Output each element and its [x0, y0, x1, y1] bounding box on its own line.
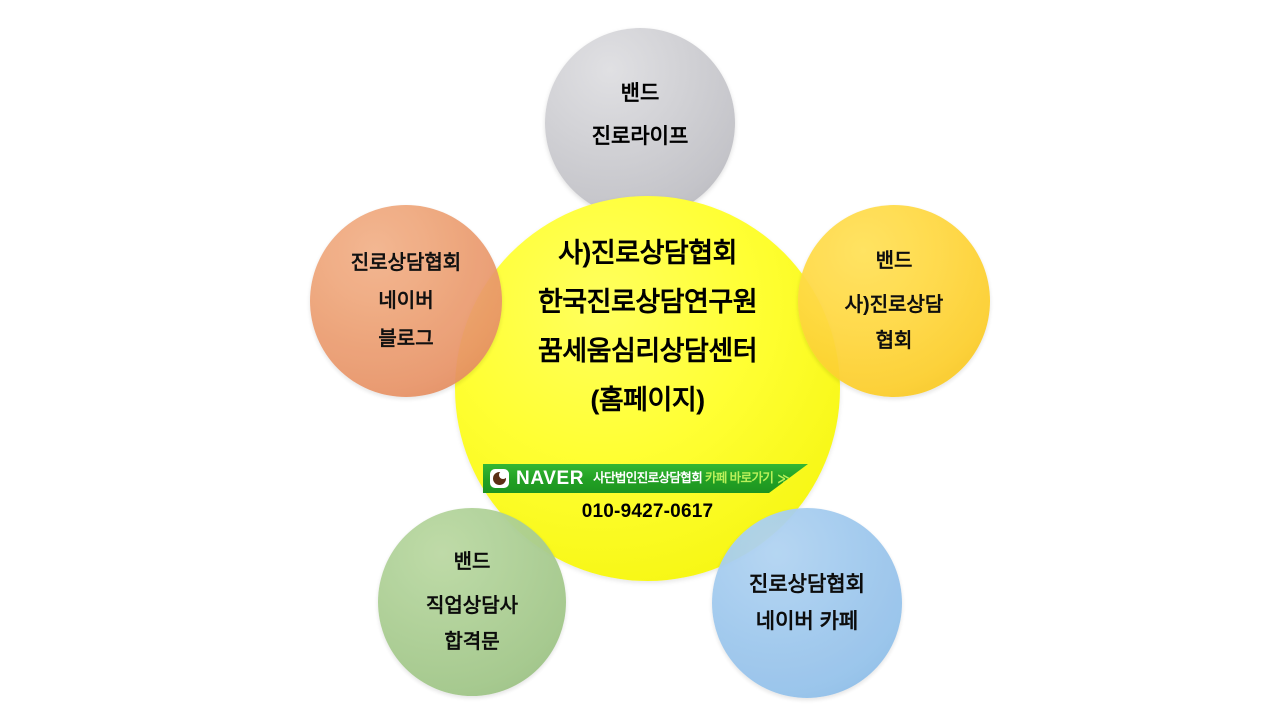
- bubble-line: 사)진로상담: [844, 294, 944, 316]
- center-line: 한국진로상담연구원: [537, 287, 758, 317]
- band-counselor-pass-bubble[interactable]: 밴드 직업상담사 합격문: [378, 508, 566, 696]
- center-organization-bubble[interactable]: 사)진로상담협회 한국진로상담연구원 꿈세움심리상담센터 (홈페이지): [455, 196, 840, 581]
- naver-cafe-bubble[interactable]: 진로상담협회 네이버 카페: [712, 508, 902, 698]
- bubble-line: 진로상담협회: [350, 252, 462, 274]
- naver-cafe-banner[interactable]: NAVER 사단법인진로상담협회 카페 바로가기 ≫: [483, 464, 808, 493]
- naver-banner-tagline: 사단법인진로상담협회 카페 바로가기: [593, 471, 774, 486]
- naver-wordmark: NAVER: [516, 468, 585, 489]
- bubble-line: 합격문: [444, 631, 500, 653]
- bubble-line: 진로상담협회: [749, 573, 865, 596]
- bubble-line: 밴드: [620, 82, 660, 105]
- bubble-line: 직업상담사: [426, 595, 518, 617]
- bubble-line: 밴드: [875, 250, 913, 272]
- bubble-line: 블로그: [378, 328, 434, 350]
- naver-cafe-icon: [490, 469, 509, 488]
- band-jinrolife-bubble[interactable]: 밴드 진로라이프: [545, 28, 735, 218]
- bubble-line: 협회: [875, 330, 913, 352]
- bubble-line: 네이버 카페: [755, 610, 859, 633]
- bubble-line: 네이버: [378, 290, 434, 312]
- phone-number: 010-9427-0617: [581, 501, 714, 522]
- band-association-bubble[interactable]: 밴드 사)진로상담 협회: [798, 205, 990, 397]
- tagline-highlight: 카페 바로가기: [704, 471, 774, 486]
- center-line: 사)진로상담협회: [558, 238, 737, 268]
- center-line: 꿈세움심리상담센터: [537, 336, 758, 366]
- center-line: (홈페이지): [590, 385, 705, 415]
- bubble-line: 밴드: [453, 551, 491, 573]
- bubble-line: 진로라이프: [591, 125, 689, 148]
- naver-blog-bubble[interactable]: 진로상담협회 네이버 블로그: [310, 205, 502, 397]
- tagline-plain: 사단법인진로상담협회: [593, 471, 705, 486]
